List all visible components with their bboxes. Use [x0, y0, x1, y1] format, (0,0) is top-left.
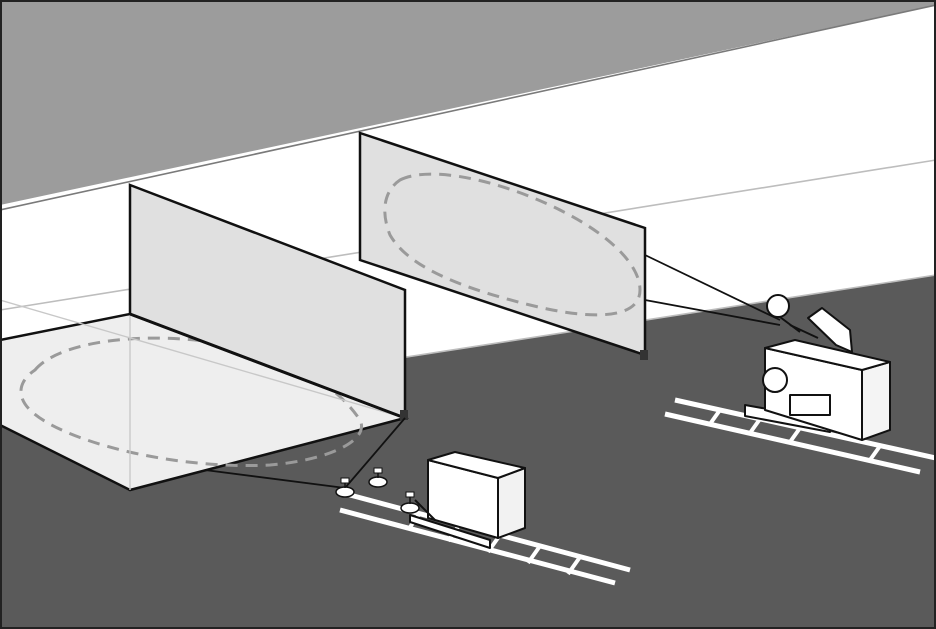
sensor-node-icon	[335, 477, 355, 498]
near-floor-projection	[0, 299, 410, 492]
sensor-node-icon	[400, 491, 420, 514]
far-vertical-panel	[358, 131, 648, 360]
sensor-node-icon	[368, 467, 388, 488]
far-track	[664, 397, 936, 475]
ground-plane	[0, 275, 936, 629]
scanner-robot-icon	[744, 294, 891, 441]
rail-track-icon	[708, 408, 882, 462]
sensor-nodes	[335, 467, 420, 514]
scanner-head	[766, 294, 790, 318]
far-panel-dashed-outline	[383, 172, 642, 317]
near-floor-dashed-outline	[19, 336, 363, 468]
projection-lines	[204, 254, 781, 489]
box-machine-icon	[409, 451, 526, 549]
